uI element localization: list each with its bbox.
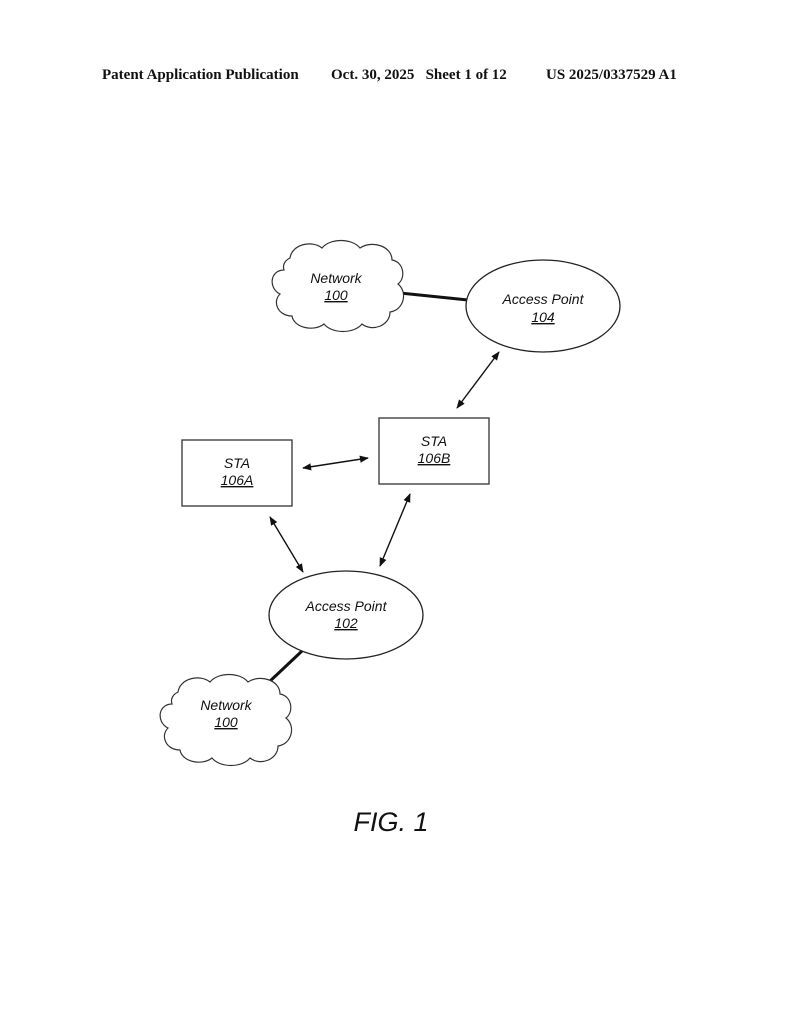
publication-number: US 2025/0337529 A1 (546, 67, 677, 83)
sta-106a: STA 106A (181, 439, 293, 507)
sta-106b: STA 106B (378, 417, 490, 485)
ap102-label: Access Point (305, 598, 388, 614)
ap104-label: Access Point (502, 291, 585, 307)
page-header: Patent Application Publication Oct. 30, … (0, 67, 794, 87)
network-top-label: Network (310, 270, 362, 286)
network-cloud-bottom: Network 100 (159, 673, 293, 767)
access-point-104: Access Point 104 (465, 259, 621, 353)
ap102-ref: 102 (334, 615, 358, 631)
wired-link-network-ap104 (399, 291, 469, 302)
publication-title: Patent Application Publication (102, 67, 299, 83)
sta106a-label: STA (224, 455, 250, 471)
figure-label: FIG. 1 (353, 807, 428, 837)
network-bottom-label: Network (200, 697, 252, 713)
network-bottom-ref: 100 (214, 714, 238, 730)
arrow-ap104-sta106b (456, 351, 500, 409)
sta106b-ref: 106B (418, 450, 451, 466)
sta106a-ref: 106A (221, 472, 254, 488)
arrow-sta106b-ap102 (379, 493, 411, 567)
sta106b-label: STA (421, 433, 447, 449)
network-cloud-top: Network 100 (271, 239, 405, 333)
publication-date-sheet: Oct. 30, 2025 Sheet 1 of 12 (331, 67, 507, 83)
wired-link-ap102-network (266, 649, 304, 685)
network-top-ref: 100 (324, 287, 348, 303)
arrow-sta106a-ap102 (269, 516, 304, 573)
access-point-102: Access Point 102 (268, 570, 424, 660)
arrow-sta106a-sta106b (302, 455, 369, 471)
ap104-ref: 104 (531, 309, 555, 325)
